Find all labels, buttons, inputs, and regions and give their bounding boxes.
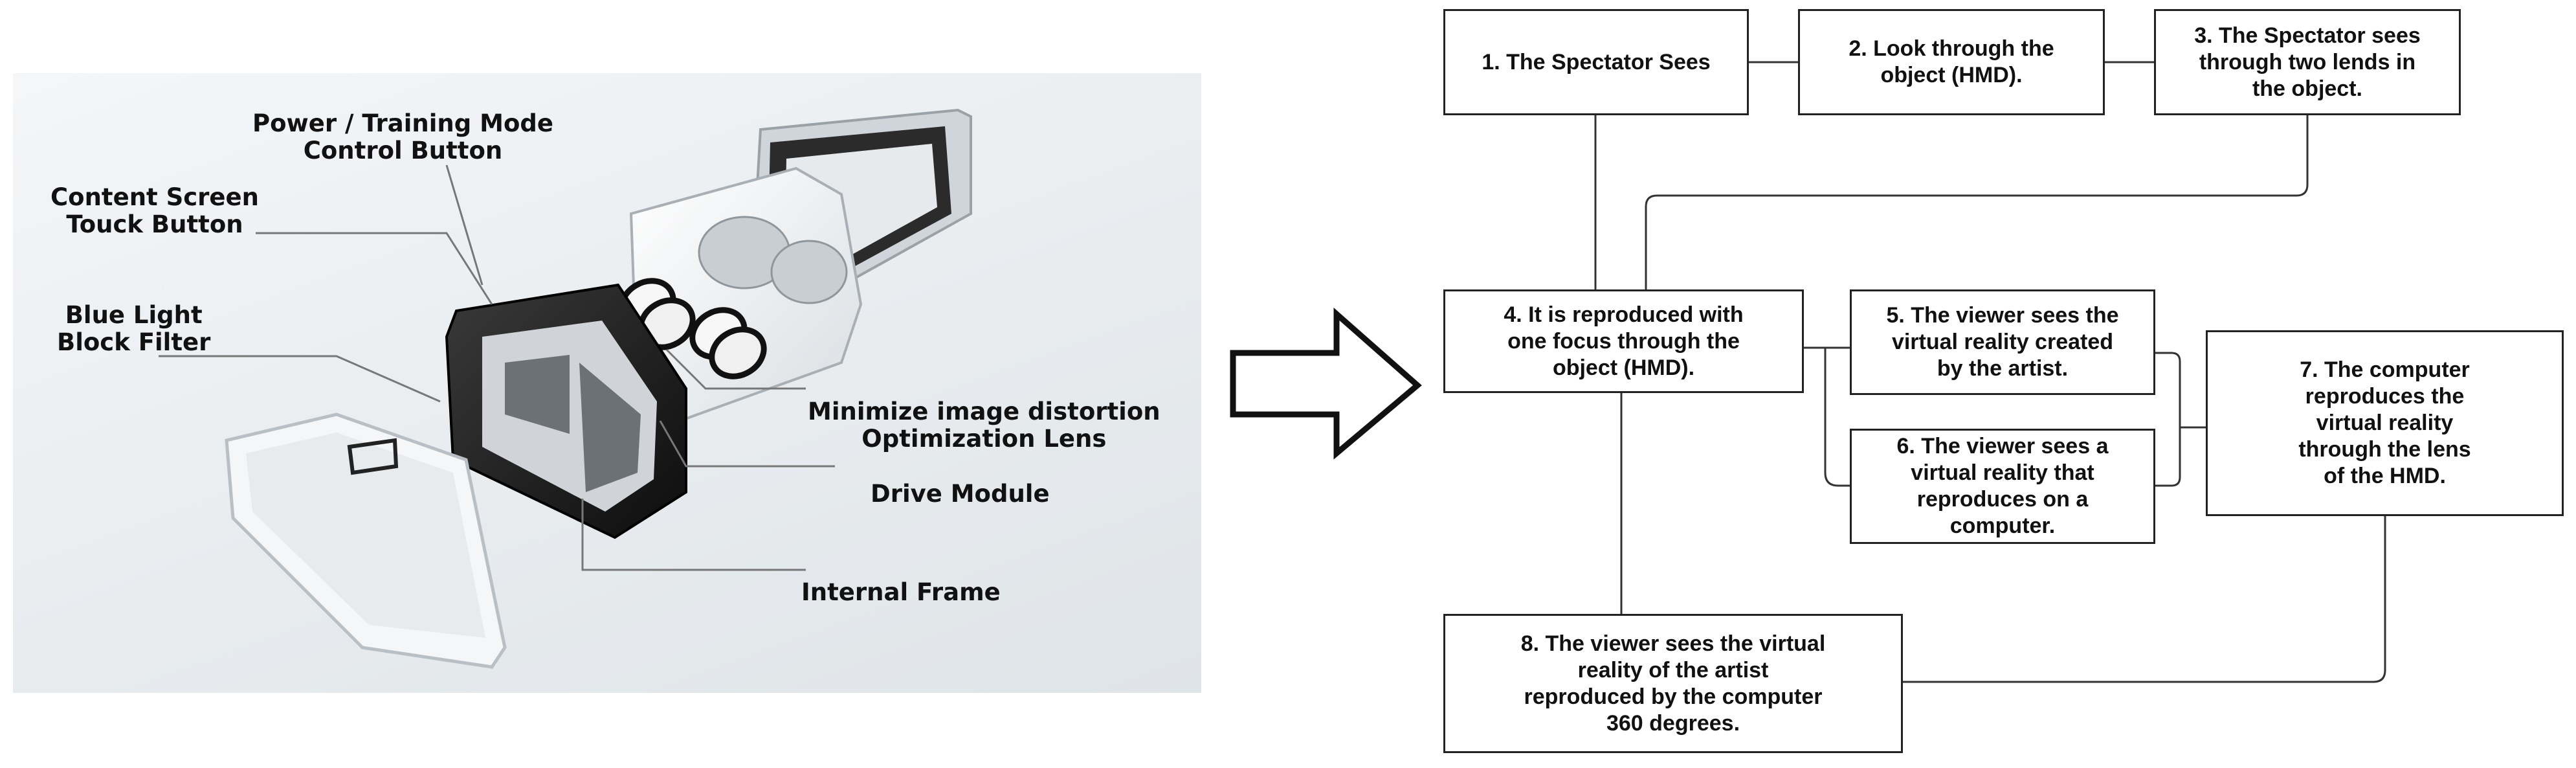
flow-step-4-text: 4. It is reproduced with one focus throu… xyxy=(1504,302,1744,380)
connector-4-6 xyxy=(1803,346,1850,487)
right-arrow xyxy=(1230,308,1422,460)
callout-leader-lines xyxy=(159,164,835,571)
flow-step-8: 8. The viewer sees the virtual reality o… xyxy=(1443,614,1903,753)
flow-step-2: 2. Look through the object (HMD). xyxy=(1798,9,2105,115)
callout-content-screen: Content Screen Touck Button xyxy=(50,183,259,238)
flow-step-5-text: 5. The viewer sees the virtual reality c… xyxy=(1886,303,2119,381)
front-faceplate xyxy=(225,412,507,669)
internal-frame xyxy=(445,283,687,539)
flow-step-7: 7. The computer reproduces the virtual r… xyxy=(2206,330,2564,516)
connector-7-8 xyxy=(1903,516,2386,683)
flow-step-3-text: 3. The Spectator sees through two lends … xyxy=(2194,23,2421,101)
flow-step-1-text: 1. The Spectator Sees xyxy=(1482,49,1711,74)
flow-step-2-text: 2. Look through the object (HMD). xyxy=(1849,36,2054,87)
flow-step-4: 4. It is reproduced with one focus throu… xyxy=(1443,289,1804,393)
callout-drive-module: Drive Module xyxy=(871,480,1050,508)
flow-step-6: 6. The viewer sees a virtual reality tha… xyxy=(1850,429,2155,544)
callout-optimization-lens: Minimize image distortion Optimization L… xyxy=(808,398,1160,453)
connector-3-4 xyxy=(1645,115,2309,289)
callout-internal-frame: Internal Frame xyxy=(801,578,1001,606)
callout-blue-light-filter: Blue Light Block Filter xyxy=(57,301,211,356)
flow-step-5: 5. The viewer sees the virtual reality c… xyxy=(1850,289,2155,395)
callout-power-button: Power / Training Mode Control Button xyxy=(252,109,553,164)
optimization-lens xyxy=(618,278,767,379)
main-shell xyxy=(629,166,863,423)
connector-6-7 xyxy=(2153,427,2181,487)
flow-step-1: 1. The Spectator Sees xyxy=(1443,9,1749,115)
flow-step-6-text: 6. The viewer sees a virtual reality tha… xyxy=(1896,434,2109,538)
connector-5-7 xyxy=(2153,352,2206,429)
flow-step-7-text: 7. The computer reproduces the virtual r… xyxy=(2298,357,2471,488)
flow-connectors xyxy=(1594,61,2386,683)
flow-step-8-text: 8. The viewer sees the virtual reality o… xyxy=(1520,631,1826,736)
flow-step-3: 3. The Spectator sees through two lends … xyxy=(2154,9,2461,115)
